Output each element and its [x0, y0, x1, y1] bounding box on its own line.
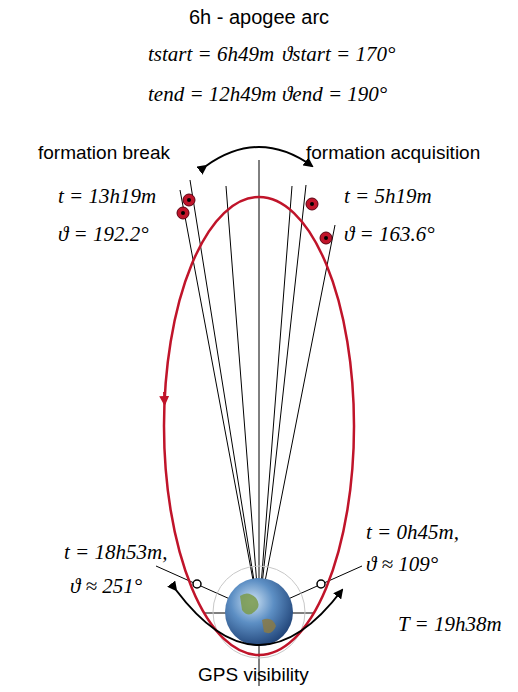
orbit-label: ϑ = 192.2° [58, 222, 149, 246]
orbit-label: t = 5h19m [344, 184, 432, 208]
orbit-label: ϑ ≈ 251° [70, 574, 142, 598]
orbit-label: T = 19h38m [398, 612, 502, 636]
diagram-title: 6h - apogee arc [189, 6, 329, 29]
orbit-label: formation break [38, 142, 170, 164]
orbit-label: formation acquisition [306, 142, 480, 164]
orbit-label: ϑstart = 170° [282, 42, 395, 66]
orbit-label: ϑend = 190° [282, 82, 387, 106]
orbit-label: ϑ ≈ 109° [366, 552, 438, 576]
orbit-label: t = 18h53m, [64, 540, 167, 564]
orbit-label: t = 0h45m, [366, 520, 459, 544]
orbit-label: GPS visibility [198, 664, 309, 686]
orbit-label: ϑ = 163.6° [344, 222, 435, 246]
orbit-label: tend = 12h49m [148, 82, 277, 106]
orbit-label: tstart = 6h49m [148, 42, 274, 66]
orbit-label: t = 13h19m [58, 184, 156, 208]
